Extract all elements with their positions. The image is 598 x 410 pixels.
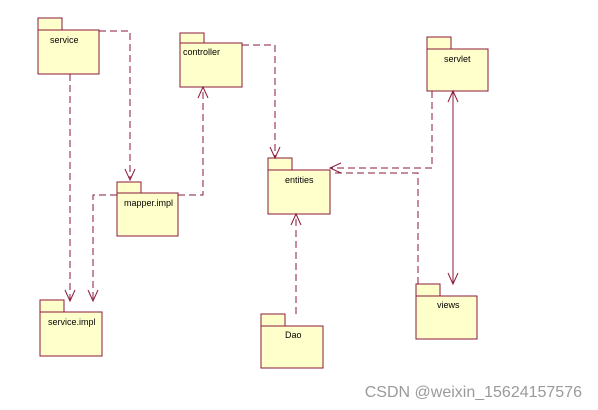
dependency-service-to-service-impl: [64, 74, 76, 303]
dependency-mapper-impl-to-controller: [178, 85, 209, 196]
package-service-impl[interactable]: service.impl: [39, 299, 103, 357]
dependency-dao-to-entities: [290, 212, 302, 314]
package-servlet[interactable]: servlet: [426, 36, 489, 92]
dependency-servlet-to-entities: [328, 91, 433, 174]
package-entities-label: entities: [285, 175, 314, 185]
package-entities[interactable]: entities: [267, 157, 331, 215]
package-dao[interactable]: Dao: [260, 313, 324, 369]
package-dao-label: Dao: [285, 330, 302, 340]
association-servlet-views: [447, 89, 459, 286]
package-views-label: views: [437, 300, 460, 310]
watermark-text: CSDN @weixin_15624157576: [364, 384, 582, 401]
dependency-service-to-mapper-impl: [99, 30, 136, 182]
package-controller[interactable]: controller: [179, 32, 243, 88]
package-service-label: service: [50, 35, 79, 45]
package-views[interactable]: views: [415, 283, 478, 340]
package-service[interactable]: service: [37, 17, 100, 75]
package-controller-label: controller: [183, 47, 220, 57]
package-servlet-label: servlet: [444, 54, 471, 64]
dependency-controller-to-entities: [242, 44, 281, 160]
dependency-mapper-impl-to-service-impl: [87, 194, 117, 303]
package-mapper-impl[interactable]: mapper.impl: [116, 181, 179, 237]
package-service-impl-label: service.impl: [48, 317, 96, 327]
dependency-views-to-entities: [331, 172, 419, 284]
package-mapper-impl-label: mapper.impl: [124, 198, 173, 208]
